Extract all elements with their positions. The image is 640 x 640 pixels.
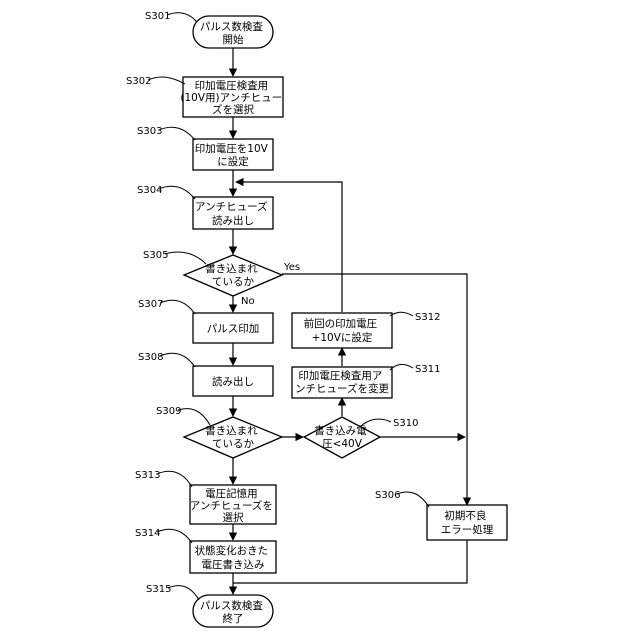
step-label-s308: S308 <box>138 352 163 363</box>
step-label-s304: S304 <box>137 185 162 196</box>
step-label-s303: S303 <box>137 126 162 137</box>
leader-s315 <box>168 586 199 600</box>
leader-s305 <box>165 252 206 264</box>
leader-s309 <box>178 409 210 425</box>
node-labels: パルス数検査 開始 印加電圧検査用 (10V用)アンチヒュー ズを選択 印加電圧… <box>180 20 493 625</box>
leader-s311 <box>390 364 413 370</box>
step-label-s315: S315 <box>146 584 171 595</box>
leader-s307 <box>160 300 195 314</box>
leader-s312 <box>390 312 413 316</box>
leader-s314 <box>157 529 192 543</box>
step-label-s312: S312 <box>415 312 440 323</box>
leader-s302 <box>148 77 185 84</box>
node-label-s308: 読み出し <box>212 375 254 388</box>
branch-label-no: No <box>241 296 255 307</box>
step-label-s311: S311 <box>415 364 440 375</box>
step-label-s301: S301 <box>145 11 170 22</box>
leader-s304 <box>159 186 195 199</box>
step-label-s313: S313 <box>135 470 160 481</box>
step-label-s310: S310 <box>393 418 418 429</box>
step-label-s314: S314 <box>135 528 160 539</box>
leader-s306 <box>397 492 429 507</box>
step-label-s305: S305 <box>143 250 168 261</box>
node-label-s307: パルス印加 <box>207 323 260 335</box>
leader-s313 <box>157 471 192 487</box>
step-label-s302: S302 <box>126 76 151 87</box>
leader-s301 <box>167 13 197 22</box>
step-label-s309: S309 <box>156 406 181 417</box>
leader-s308 <box>160 353 195 367</box>
step-label-s306: S306 <box>375 490 400 501</box>
branch-label-yes: Yes <box>283 262 300 273</box>
step-label-s307: S307 <box>138 299 163 310</box>
leader-s303 <box>159 127 195 140</box>
